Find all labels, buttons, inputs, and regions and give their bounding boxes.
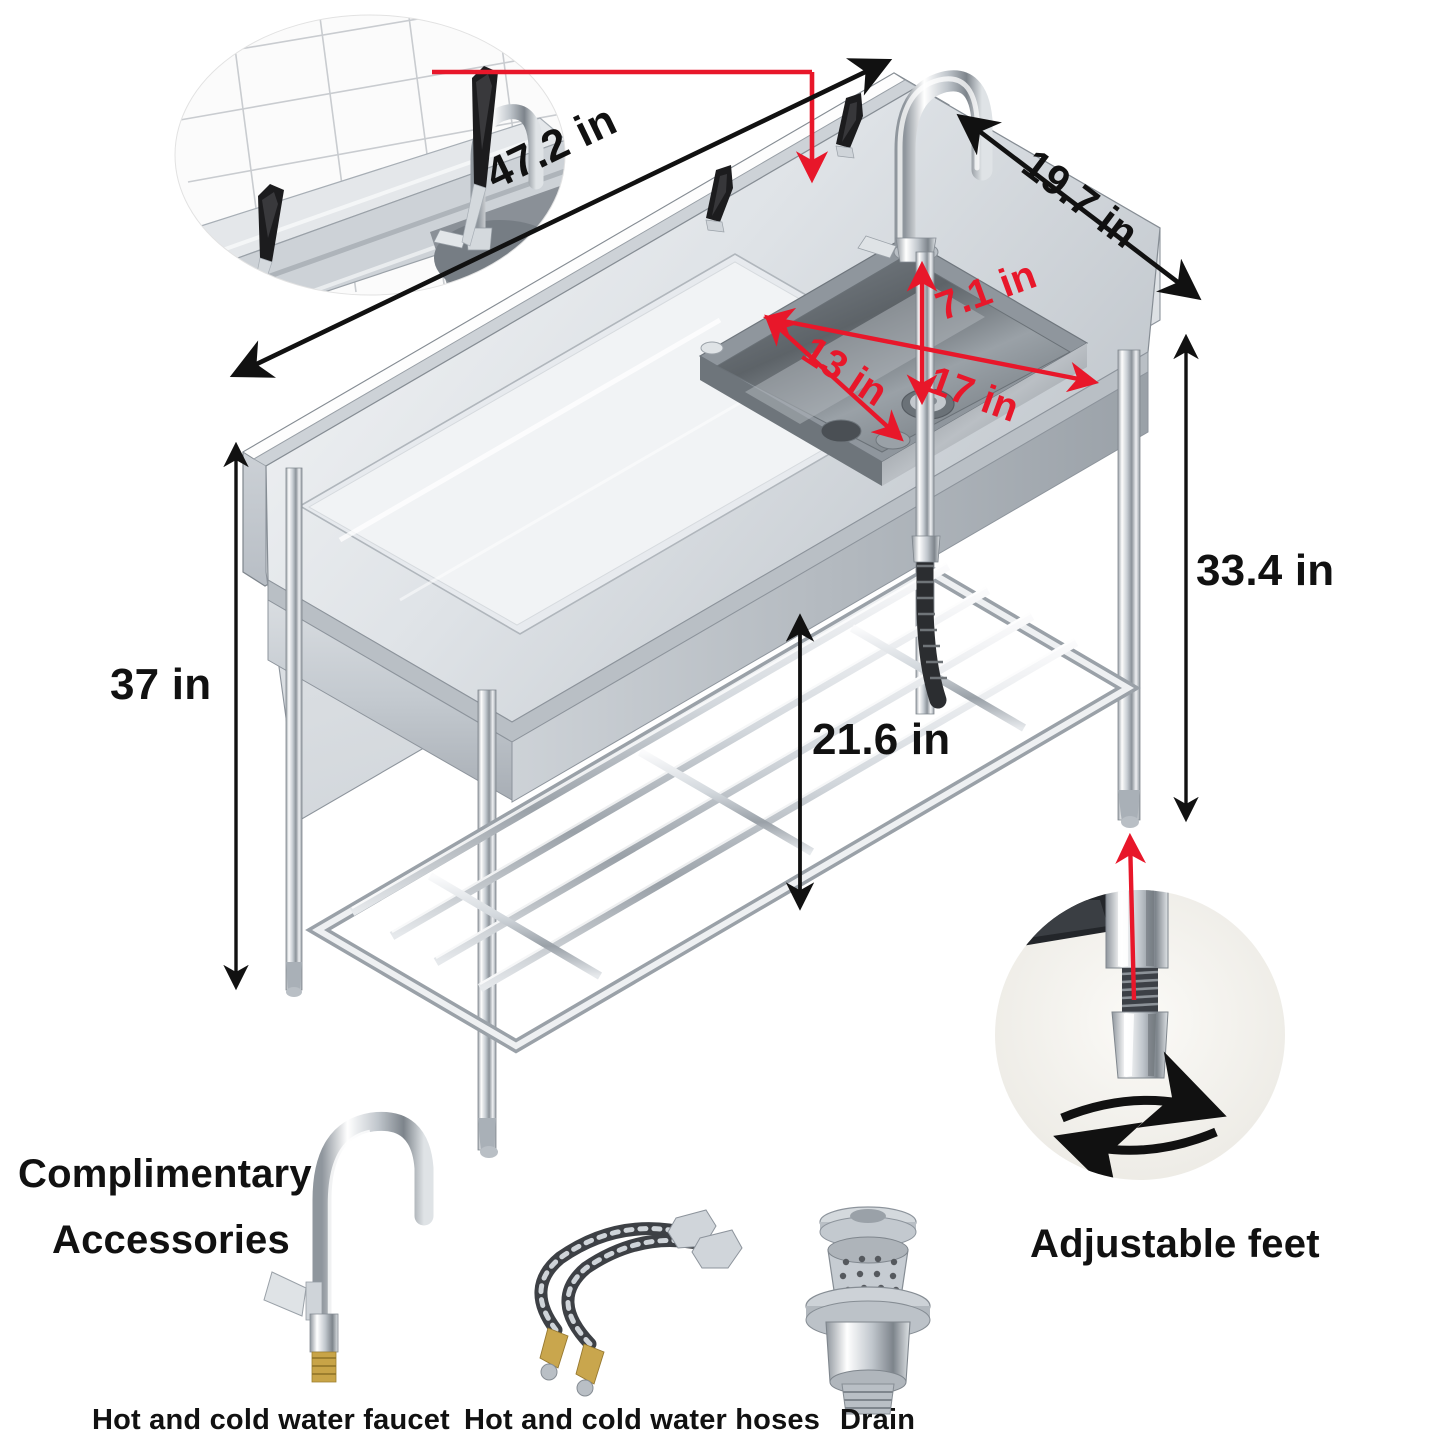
frame-legs-and-shelf — [285, 251, 1141, 1158]
accessories-heading-line2: Accessories — [52, 1218, 290, 1262]
accessory-label-drain: Drain — [840, 1404, 916, 1436]
dimension-line-depth — [956, 113, 1202, 301]
drain-hose — [911, 535, 947, 709]
accessory-drain-art — [805, 1206, 931, 1415]
accessories-heading-line1: Complimentary — [18, 1152, 312, 1196]
dimension-label-counter-height: 33.4 in — [1196, 546, 1335, 595]
adjustable-feet-label: Adjustable feet — [1030, 1222, 1320, 1266]
dimension-lines — [223, 58, 1202, 991]
dimension-line-length — [229, 58, 893, 378]
accessory-hoses-art — [534, 1209, 743, 1397]
dimension-label-overall-height: 37 in — [110, 660, 212, 709]
dimension-label-shelf-clearance: 21.6 in — [812, 715, 951, 764]
accessory-label-hoses: Hot and cold water hoses — [464, 1404, 821, 1436]
accessory-faucet-art — [263, 1111, 434, 1383]
dimension-line-basin-width — [764, 314, 904, 442]
accessory-label-faucet: Hot and cold water faucet — [92, 1404, 450, 1436]
adjustable-feet-leader — [1115, 832, 1147, 1001]
adjustable-feet-inset — [995, 832, 1285, 1180]
